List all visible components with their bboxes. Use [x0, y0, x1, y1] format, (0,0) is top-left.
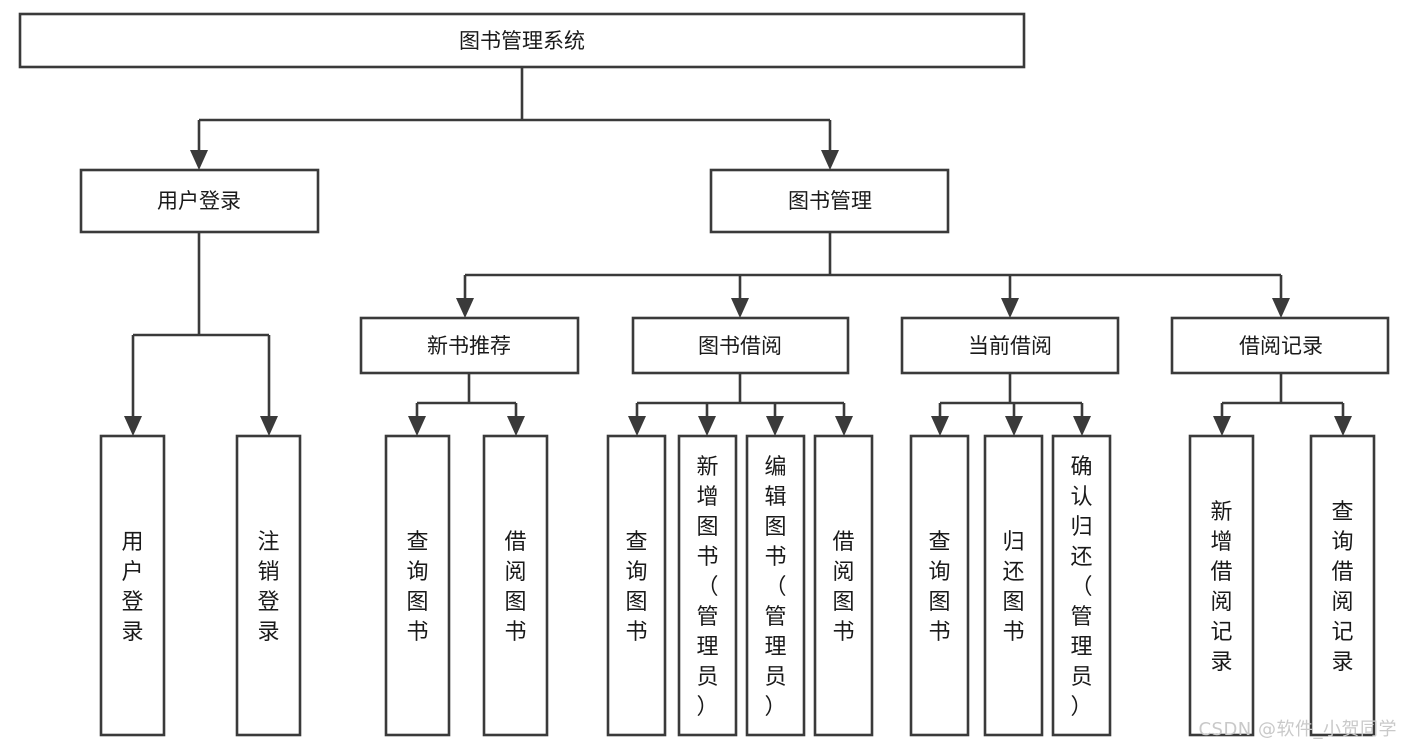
leaf-node-label: 查询借阅记录	[1331, 500, 1353, 675]
node-current-borrow-label: 当前借阅	[968, 334, 1052, 358]
leaf-node[interactable]: 新增图书（管理员）	[677, 434, 738, 737]
arrow-root-to-book-mgmt	[821, 150, 839, 170]
arrow-bm-to-current	[1001, 298, 1019, 318]
arrow-root-to-user-login	[190, 150, 208, 170]
leaf-node-label: 查询图书	[625, 530, 647, 645]
leaf-node-label: 归还图书	[1002, 530, 1024, 645]
leaf-node-box[interactable]	[1188, 434, 1255, 737]
leaf-node-label: 确认归还（管理员）	[1070, 455, 1092, 720]
arrow-newbook-leaf-1	[408, 416, 426, 436]
node-book-management[interactable]: 图书管理	[709, 168, 950, 234]
node-book-management-box[interactable]	[709, 168, 950, 234]
arrow-current-leaf-1	[931, 416, 949, 436]
node-new-book-recommend-box[interactable]	[359, 316, 580, 375]
leaf-node-label: 查询图书	[928, 530, 950, 645]
leaf-node-box[interactable]	[1051, 434, 1112, 737]
leaf-node-box[interactable]	[909, 434, 970, 737]
arrow-borrow-leaf-1	[628, 416, 646, 436]
node-borrow-record[interactable]: 借阅记录	[1170, 316, 1390, 375]
arrow-record-leaf-1	[1213, 416, 1231, 436]
leaf-node[interactable]: 借阅图书	[813, 434, 874, 737]
leaf-node[interactable]: 编辑图书（管理员）	[745, 434, 806, 737]
node-root-box[interactable]	[18, 12, 1026, 69]
arrow-newbook-leaf-2	[507, 416, 525, 436]
leaf-node[interactable]: 确认归还（管理员）	[1051, 434, 1112, 737]
leaf-node[interactable]: 归还图书	[983, 434, 1044, 737]
leaf-node-box[interactable]	[482, 434, 549, 737]
leaf-node-box[interactable]	[745, 434, 806, 737]
leaf-node-label: 新增借阅记录	[1210, 500, 1232, 675]
leaf-node-label: 用户登录	[121, 530, 143, 645]
leaf-node-box[interactable]	[384, 434, 451, 737]
node-root-system[interactable]: 图书管理系统	[18, 12, 1026, 69]
arrow-record-leaf-2	[1334, 416, 1352, 436]
node-book-borrow-label: 图书借阅	[698, 334, 782, 358]
arrow-user-login-leaf-1	[124, 416, 142, 436]
leaf-node[interactable]: 注销登录	[235, 434, 302, 737]
arrow-bm-to-new-book	[456, 298, 474, 318]
arrow-bm-to-record	[1272, 298, 1290, 318]
leaf-node-box[interactable]	[983, 434, 1044, 737]
leaf-node-label: 编辑图书（管理员）	[764, 455, 786, 720]
node-root-label: 图书管理系统	[459, 29, 585, 53]
leaf-node[interactable]: 查询图书	[384, 434, 451, 737]
leaf-node[interactable]: 借阅图书	[482, 434, 549, 737]
csdn-watermark: CSDN @软件_小贺同学	[1198, 719, 1397, 740]
node-user-login-label: 用户登录	[157, 189, 241, 213]
node-borrow-record-box[interactable]	[1170, 316, 1390, 375]
arrow-borrow-leaf-3	[766, 416, 784, 436]
arrow-current-leaf-2	[1005, 416, 1023, 436]
node-user-login-box[interactable]	[79, 168, 320, 234]
node-user-login[interactable]: 用户登录	[79, 168, 320, 234]
leaf-node-label: 注销登录	[257, 530, 279, 645]
leaf-node-label: 查询图书	[406, 530, 428, 645]
leaf-node[interactable]: 查询图书	[909, 434, 970, 737]
node-current-borrow-box[interactable]	[900, 316, 1120, 375]
leaf-node-box[interactable]	[99, 434, 166, 737]
node-book-management-label: 图书管理	[788, 189, 872, 213]
arrow-borrow-leaf-4	[835, 416, 853, 436]
leaf-node-layer: 用户登录 注销登录 查询图书 借阅图书 查询图书 新增图书（管理员） 编辑图书（管理员） 借阅…	[99, 434, 1376, 737]
node-new-book-recommend[interactable]: 新书推荐	[359, 316, 580, 375]
leaf-node-label: 借阅图书	[832, 530, 854, 645]
leaf-node-box[interactable]	[606, 434, 667, 737]
node-new-book-recommend-label: 新书推荐	[427, 334, 511, 358]
node-current-borrow[interactable]: 当前借阅	[900, 316, 1120, 375]
leaf-node-box[interactable]	[677, 434, 738, 737]
node-book-borrow-box[interactable]	[631, 316, 850, 375]
leaf-node[interactable]: 新增借阅记录	[1188, 434, 1255, 737]
leaf-node-box[interactable]	[813, 434, 874, 737]
arrow-bm-to-borrow	[731, 298, 749, 318]
arrow-borrow-leaf-2	[698, 416, 716, 436]
leaf-node[interactable]: 用户登录	[99, 434, 166, 737]
leaf-node-box[interactable]	[235, 434, 302, 737]
arrow-current-leaf-3	[1073, 416, 1091, 436]
node-borrow-record-label: 借阅记录	[1239, 334, 1323, 358]
connector-layer	[124, 67, 1352, 436]
node-book-borrow[interactable]: 图书借阅	[631, 316, 850, 375]
leaf-node-box[interactable]	[1309, 434, 1376, 737]
leaf-node[interactable]: 查询图书	[606, 434, 667, 737]
leaf-node-label: 借阅图书	[504, 530, 526, 645]
leaf-node-label: 新增图书（管理员）	[696, 455, 718, 720]
leaf-node[interactable]: 查询借阅记录	[1309, 434, 1376, 737]
arrow-user-login-leaf-2	[260, 416, 278, 436]
